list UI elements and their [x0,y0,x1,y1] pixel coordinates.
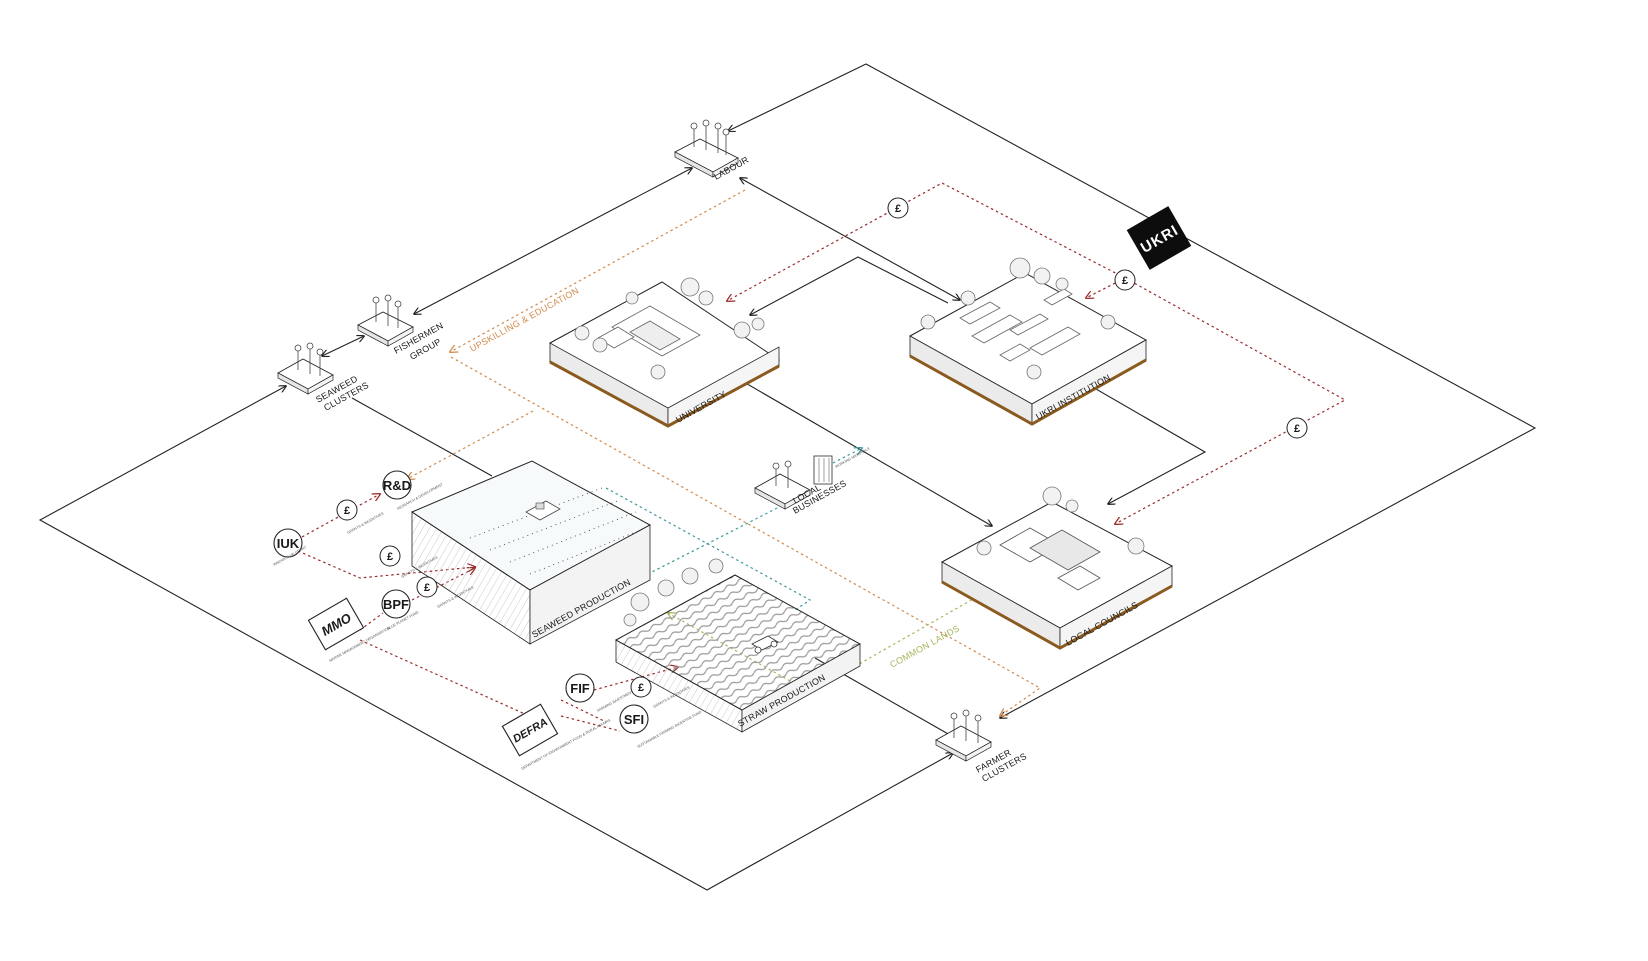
ukri-institution-buildings [959,288,1081,362]
ukri-institution-trees [920,257,1116,380]
business-seaweed-line [649,502,788,574]
fif-node[interactable]: FIF [565,673,595,703]
pound-icon-ukri-top[interactable]: £ [887,197,909,219]
people-icon [372,294,402,328]
ukri-logo: UKRI [1126,206,1192,270]
common-lands-label: COMMON LANDS [888,623,961,670]
pound-symbol: £ [1294,423,1300,435]
local-business-sublabel: WORKING MATERIALS [835,446,871,469]
university-block[interactable] [549,277,780,428]
local-councils-trees [976,486,1145,556]
fisherman-group-node[interactable] [357,294,414,347]
mmo-defra-line [359,639,526,715]
iuk-node[interactable]: IUK [273,528,303,558]
iuk-label: IUK [277,536,300,551]
pound-icon-ukri[interactable]: £ [1114,269,1136,291]
fisherman-seaweed-line [322,336,364,356]
labour-node[interactable] [674,119,739,178]
pound-symbol: £ [895,203,901,215]
pound-icon-iuk[interactable]: £ [379,545,401,567]
pound-symbol: £ [344,505,350,517]
mmo-bpf-line [359,612,384,631]
business-straw-line [605,487,812,611]
defra-sfi-line [560,715,621,732]
pound-symbol: £ [1122,275,1128,287]
local-businesses-node[interactable] [754,455,833,510]
rd-label: R&D [383,478,411,493]
sfi-label: SFI [624,712,644,727]
pound-symbol: £ [638,682,644,694]
ukri-university-money-line [727,182,1126,301]
outer-connection-lines [38,63,1537,891]
local-councils-block[interactable] [940,486,1174,650]
university-trees [574,277,765,380]
university-rd-line [407,410,534,479]
ukri-loop-line [728,63,1537,718]
ukri-university-line [750,256,949,315]
seaweed-clusters-production-line [351,397,493,477]
business-flows [605,448,862,611]
people-icon [690,119,730,155]
pound-icon-rd[interactable]: £ [336,499,358,521]
pound-symbol: £ [387,551,393,563]
defra-node[interactable]: DEFRA [501,703,559,757]
ukri-institution-block[interactable] [908,257,1148,426]
material-roll-icon [813,455,833,485]
people-icon [772,460,792,488]
seaweed-clusters-node[interactable] [277,342,334,395]
outer-west-line [38,386,953,891]
labour-ukri-line [740,178,960,300]
seaweed-production-block[interactable] [410,460,652,645]
education-flows [407,189,1042,716]
pound-icon-fif[interactable]: £ [630,676,652,698]
straw-trees [623,558,724,627]
fif-label: FIF [570,681,590,696]
bpf-label: BPF [383,597,409,612]
upskilling-education-line [450,189,746,352]
rd-node[interactable]: R&D [382,470,412,500]
people-icon [294,342,324,376]
pound-icon-councils[interactable]: £ [1286,417,1308,439]
mmo-node[interactable]: MMO [307,597,365,651]
bpf-node[interactable]: BPF [381,589,411,619]
pound-symbol: £ [424,582,430,594]
pound-icon-bpf[interactable]: £ [416,576,438,598]
labour-fisherman-line [414,168,692,314]
people-icon [950,709,982,743]
local-councils-buildings [999,527,1101,591]
straw-production-block[interactable] [614,558,862,733]
tractor-icon [751,635,779,654]
boat-icon [525,500,561,521]
ukri-councils-money-line [1115,277,1347,524]
ukri-councils-line [1070,374,1207,504]
farmer-clusters-node[interactable] [935,709,992,762]
sfi-node[interactable]: SFI [619,704,649,734]
